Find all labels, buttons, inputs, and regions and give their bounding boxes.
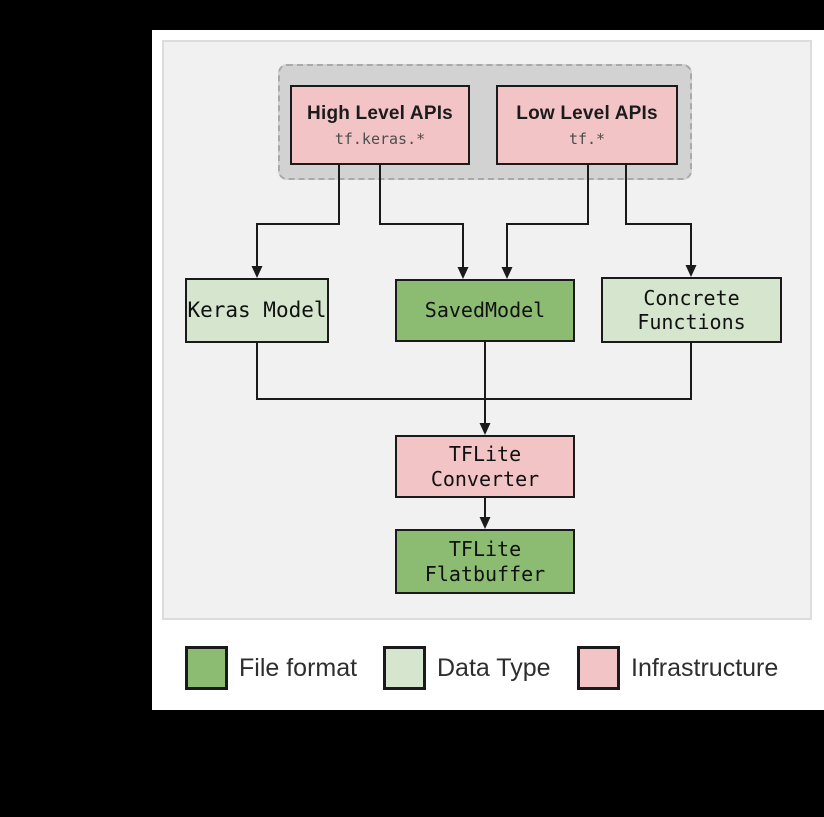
- legend-item-infrastructure: Infrastructure: [577, 646, 778, 690]
- infrastructure-label: Infrastructure: [631, 653, 779, 682]
- high-level-apis-code: tf.keras.*: [334, 129, 426, 148]
- legend-item-data-type: Data Type: [383, 646, 551, 690]
- savedmodel-label: SavedModel: [424, 298, 546, 323]
- high-level-apis-box: High Level APIs tf.keras.*: [290, 85, 470, 165]
- tflite-flatbuffer-label-line2: Flatbuffer: [424, 561, 546, 586]
- arrowhead-savedmodel-right: [501, 267, 513, 279]
- concrete-functions-label-line1: Concrete: [643, 285, 740, 310]
- arrowhead-concrete: [685, 265, 697, 277]
- connector-lowapi-to-concrete: [625, 165, 692, 267]
- connector-highapi-to-savedmodel: [379, 165, 464, 269]
- tflite-flatbuffer-label-line1: TFLite: [448, 537, 522, 562]
- low-level-apis-title: Low Level APIs: [516, 102, 658, 124]
- legend-item-file-format: File format: [185, 646, 357, 690]
- arrowhead-savedmodel-left: [457, 267, 469, 279]
- connector-merge-bus: [256, 343, 692, 400]
- file-format-label: File format: [239, 653, 358, 682]
- tflite-flatbuffer-node: TFLite Flatbuffer: [395, 529, 575, 594]
- arrowhead-converter: [479, 423, 491, 435]
- concrete-functions-label-line2: Functions: [637, 310, 746, 334]
- tflite-converter-node: TFLite Converter: [395, 435, 575, 498]
- keras-model-label: Keras Model: [187, 297, 327, 322]
- connector-highapi-to-keras: [256, 165, 340, 268]
- high-level-apis-title: High Level APIs: [307, 102, 453, 124]
- tflite-converter-label-line2: Converter: [430, 466, 540, 491]
- keras-model-node: Keras Model: [185, 278, 329, 343]
- low-level-apis-code: tf.*: [568, 129, 606, 148]
- data-type-label: Data Type: [437, 653, 551, 682]
- arrowhead-keras: [251, 266, 263, 278]
- tflite-converter-label-line1: TFLite: [448, 442, 522, 467]
- file-format-swatch: [185, 646, 228, 690]
- savedmodel-node: SavedModel: [395, 279, 575, 342]
- data-type-swatch: [383, 646, 426, 690]
- arrowhead-flatbuffer: [479, 517, 491, 529]
- concrete-functions-node: Concrete Functions: [601, 277, 782, 343]
- diagram-card: High Level APIs tf.keras.* Low Level API…: [152, 30, 824, 710]
- diagram-canvas: High Level APIs tf.keras.* Low Level API…: [162, 40, 812, 620]
- low-level-apis-box: Low Level APIs tf.*: [496, 85, 678, 165]
- infrastructure-swatch: [577, 646, 620, 690]
- connector-lowapi-to-savedmodel: [506, 165, 589, 269]
